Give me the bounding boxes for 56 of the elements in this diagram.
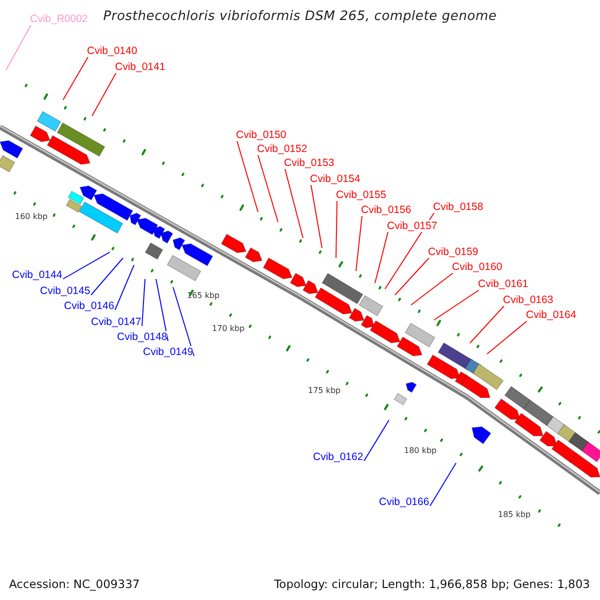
leader-line [62,252,110,280]
leader-line [486,320,528,354]
gene-label: Cvib_0158 [433,201,484,213]
gene-label: Cvib_0152 [257,143,308,155]
gene-label: Cvib_0147 [91,316,142,328]
gene-label: Cvib_0140 [87,45,138,57]
gene-label: Cvib_0155 [336,189,386,201]
gene-label: Cvib_R0002 [30,13,88,25]
leader-line [62,56,88,100]
gene-label: Cvib_0159 [428,246,478,258]
gene-label: Cvib_0160 [452,261,502,273]
leader-line [364,420,390,462]
gene-label: Cvib_0145 [40,285,90,297]
scale-label: 180 kbp [404,446,437,455]
leader-line [394,258,430,296]
leader-line [92,72,116,116]
gene-label: Cvib_0162 [313,451,364,463]
leader-line [356,216,362,272]
leader-line [258,154,278,222]
accession-number: Accession: NC_009337 [9,577,140,591]
scale-label: 185 kbp [498,510,531,519]
gene-label: Cvib_0154 [310,173,360,185]
scale-label: 175 kbp [308,386,341,395]
leader-line [410,272,454,306]
gene-label: Cvib_0161 [478,278,528,290]
gene-label: Cvib_0146 [64,300,114,312]
gene-label: Cvib_0148 [117,331,168,343]
leader-line [142,278,146,326]
gene-label: Cvib_0163 [503,294,554,306]
leader-line [90,258,124,296]
gene-label: Cvib_0150 [236,129,286,141]
leader-line [434,290,480,320]
leader-line [430,462,456,506]
leader-line [236,140,258,212]
leader-line [374,232,388,284]
scale-label: 170 kbp [212,324,245,333]
gene-label: Cvib_0153 [284,157,334,169]
leader-line [156,278,168,342]
gene-label: Cvib_0141 [115,61,166,73]
gene-label: Cvib_0164 [526,309,576,321]
leader-line [470,306,504,344]
gene-label: Cvib_0166 [379,496,430,508]
gene-label: Cvib_0149 [143,346,194,358]
leader-line [284,168,304,238]
genome-summary: Topology: circular; Length: 1,966,858 bp; Genes: 1,803 [274,577,590,591]
gene-label: Cvib_0144 [12,269,62,281]
leader-line [310,184,322,248]
scale-label: 165 kbp [187,291,220,300]
title: Prosthecochloris vibrioformis DSM 265, complete genome [103,9,497,24]
gene-label: Cvib_0157 [387,220,438,232]
leader-line [172,286,194,356]
leader-line [336,200,338,258]
gene-label: Cvib_0156 [361,204,412,216]
leader-line [114,264,134,310]
leader-line [6,24,32,70]
scale-label: 160 kbp [15,212,48,221]
